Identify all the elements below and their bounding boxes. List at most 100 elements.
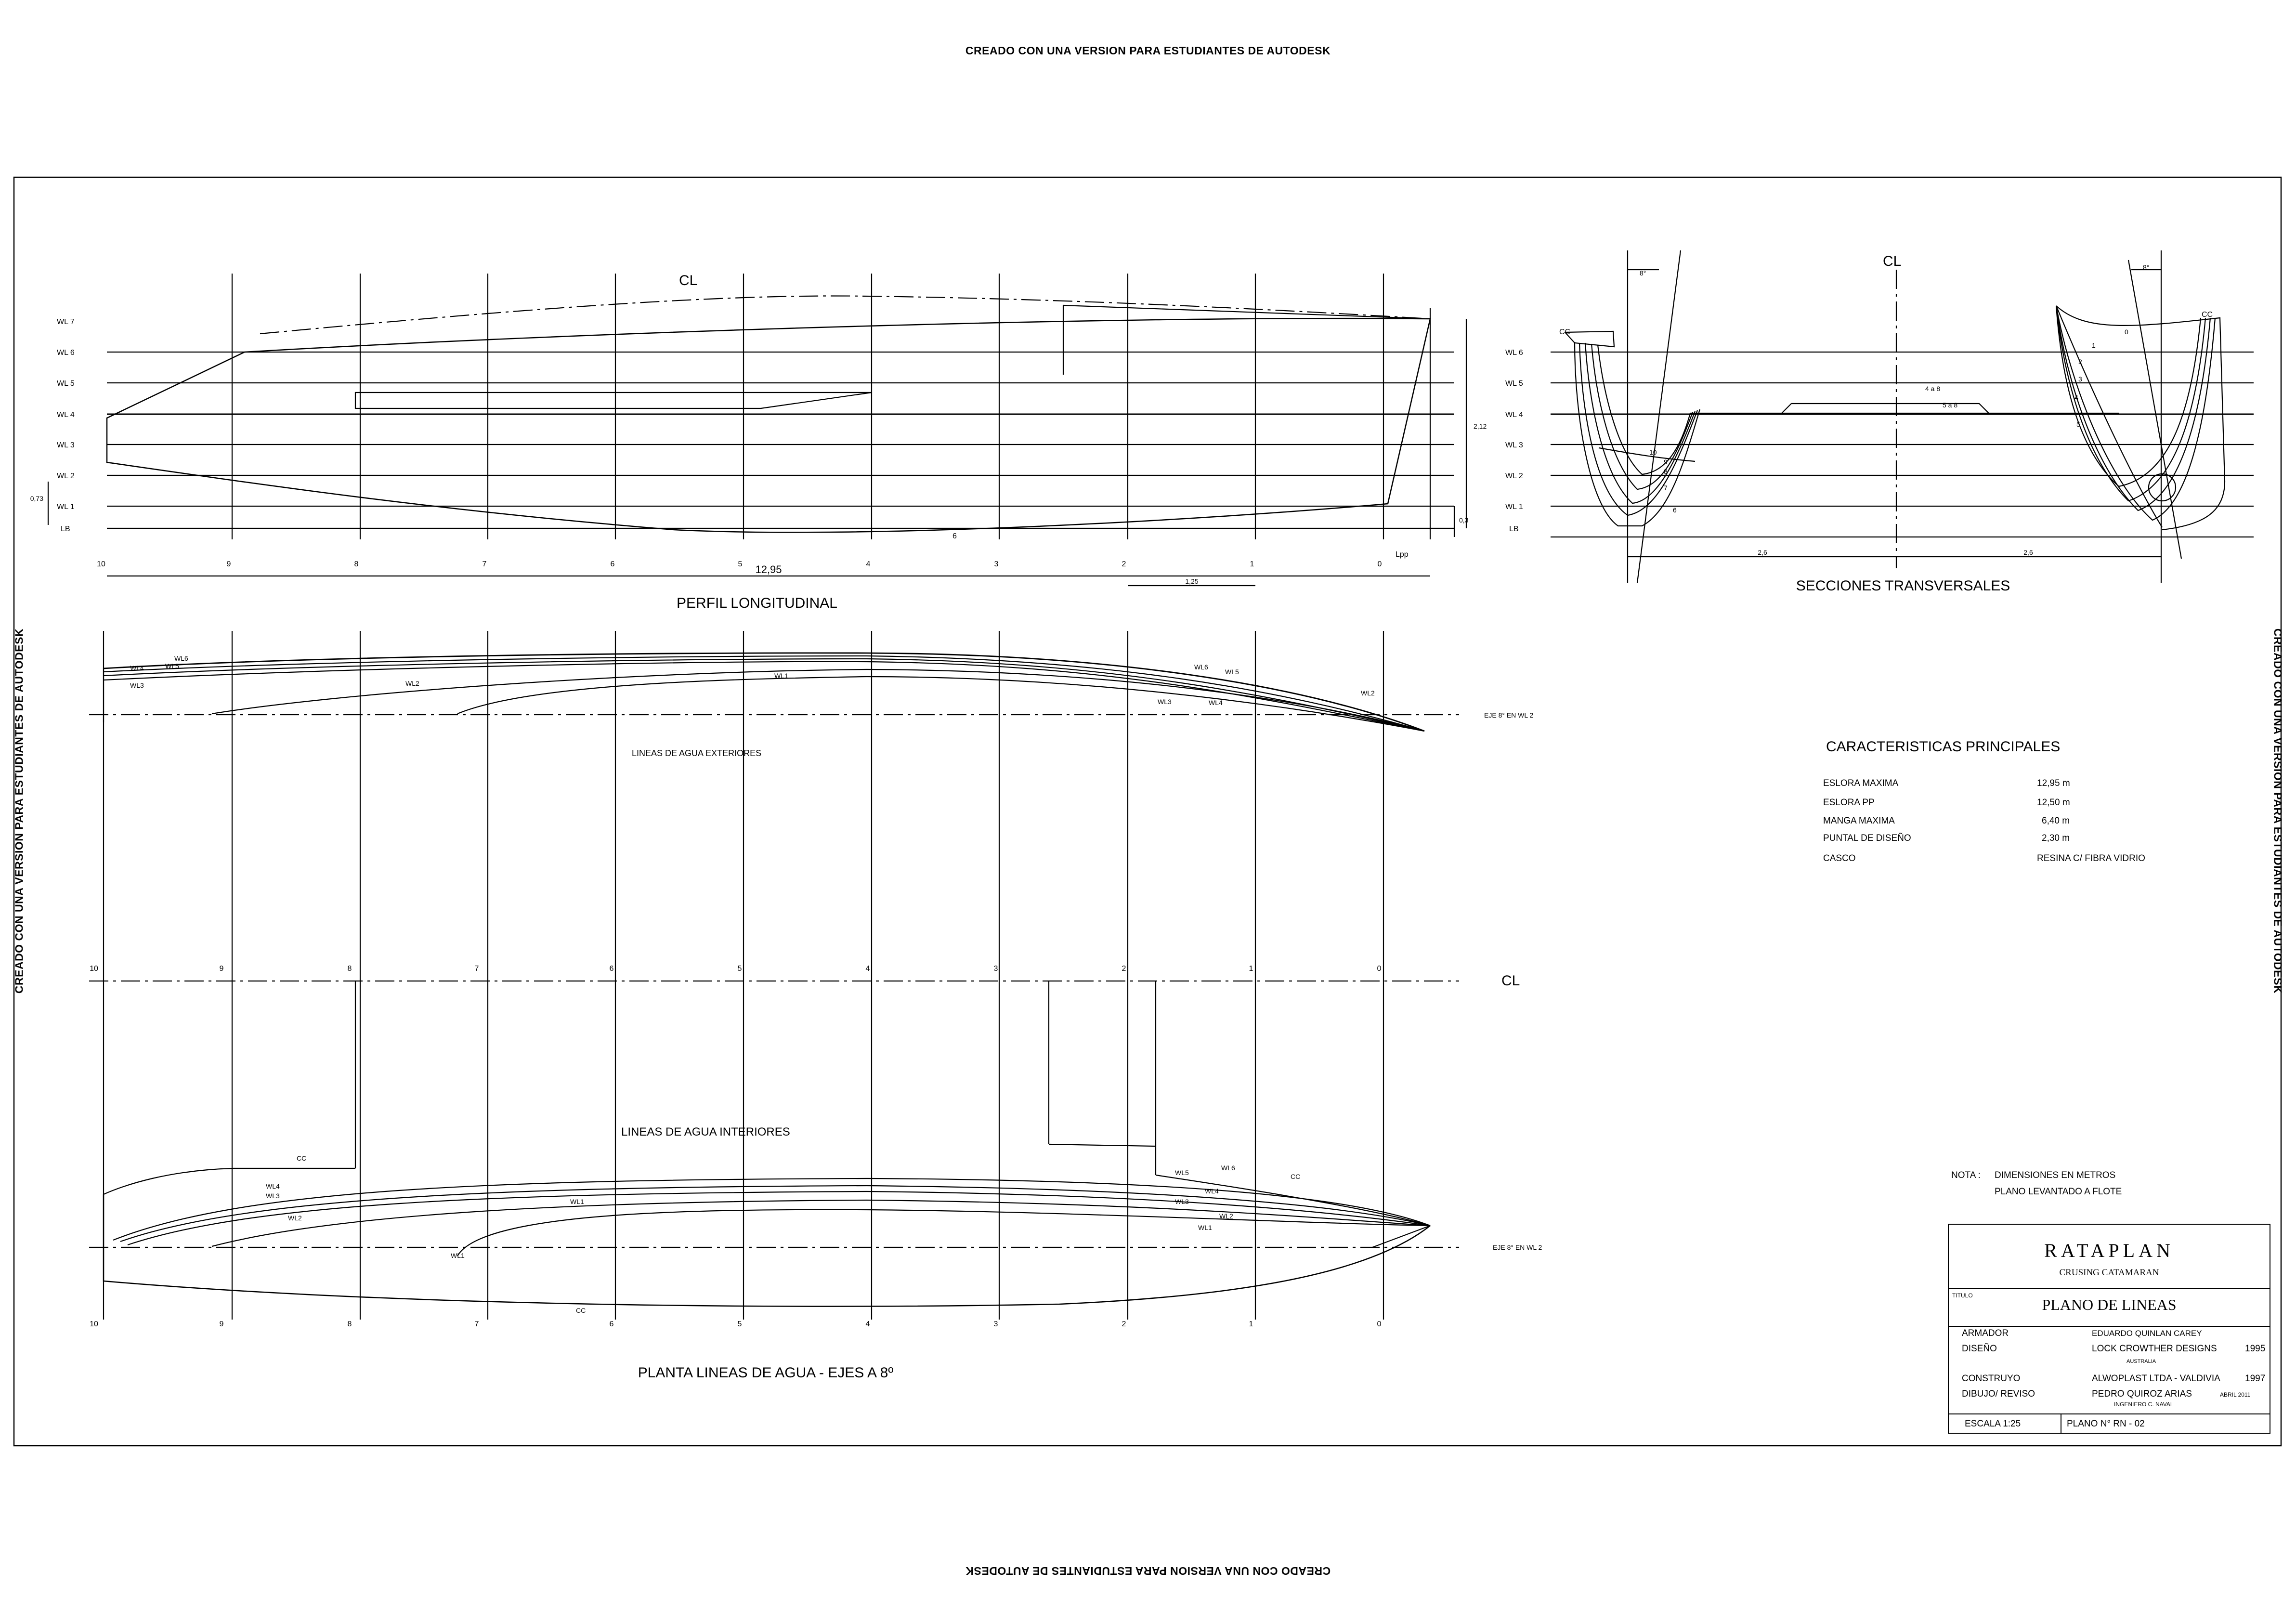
- svg-text:CASCO: CASCO: [1823, 853, 1856, 863]
- svg-text:1: 1: [1249, 1320, 1253, 1328]
- svg-text:WL 6: WL 6: [1505, 349, 1523, 357]
- svg-text:2: 2: [2078, 358, 2082, 366]
- svg-text:WL1: WL1: [451, 1252, 465, 1259]
- svg-text:WL6: WL6: [174, 654, 188, 662]
- svg-text:6: 6: [1673, 506, 1677, 514]
- svg-text:CC: CC: [576, 1307, 586, 1314]
- profile-lpp-label: Lpp: [1396, 550, 1409, 559]
- svg-text:WL3: WL3: [266, 1192, 280, 1200]
- plan-interior-labels: CC WL4 WL3 WL2 WL1 WL1 WL6 WL5 CC WL4 WL…: [266, 1154, 1300, 1314]
- svg-text:WL3: WL3: [1158, 698, 1172, 706]
- title-block-titulo-label: TITULO: [1952, 1292, 1973, 1299]
- svg-text:10: 10: [97, 560, 105, 568]
- svg-text:5: 5: [2076, 420, 2080, 428]
- svg-text:WL1: WL1: [1198, 1224, 1212, 1231]
- svg-text:10: 10: [90, 965, 98, 973]
- draft-dim-label: 0,3: [1459, 516, 1469, 524]
- svg-text:5: 5: [738, 1320, 742, 1328]
- svg-text:WL2: WL2: [405, 680, 419, 687]
- svg-text:12,95 m: 12,95 m: [2037, 778, 2070, 788]
- svg-text:EDUARDO QUINLAN CAREY: EDUARDO QUINLAN CAREY: [2092, 1329, 2202, 1338]
- svg-text:9: 9: [227, 560, 231, 568]
- title-block: [1948, 1224, 2270, 1434]
- sheet-border: [13, 176, 2282, 1447]
- svg-text:7: 7: [483, 560, 487, 568]
- svg-text:LB: LB: [61, 525, 70, 533]
- profile-cl-label: CL: [679, 273, 697, 288]
- svg-text:8: 8: [348, 1320, 352, 1328]
- svg-text:9: 9: [1664, 458, 1668, 466]
- svg-text:WL2: WL2: [1219, 1212, 1233, 1220]
- svg-text:9: 9: [220, 965, 224, 973]
- plan-bottom-station-labels: 10 9 8 7 6 5 4 3 2 1 0: [90, 1320, 1381, 1328]
- sections-angle-right: 8°: [2143, 263, 2149, 271]
- svg-text:7: 7: [475, 1320, 479, 1328]
- svg-text:WL4: WL4: [1209, 699, 1223, 706]
- station-spacing-dim-label: 1,25: [1185, 577, 1198, 585]
- svg-text:PEDRO QUIROZ ARIAS: PEDRO QUIROZ ARIAS: [2092, 1389, 2192, 1399]
- svg-text:WL 5: WL 5: [57, 379, 75, 388]
- profile-title: PERFIL LONGITUDINAL: [677, 595, 837, 611]
- svg-text:0: 0: [1377, 965, 1382, 973]
- note-label: NOTA :: [1951, 1170, 1981, 1180]
- svg-text:WL5: WL5: [1175, 1169, 1189, 1177]
- profile-view: 12,95 1,25 2,12 0,3 0,73: [30, 274, 1487, 587]
- title-block-rows: ARMADOR EDUARDO QUINLAN CAREY DISEÑO LOC…: [1962, 1328, 2265, 1429]
- svg-text:10: 10: [1649, 448, 1657, 456]
- svg-text:WL3: WL3: [130, 681, 144, 689]
- sections-title: SECCIONES TRANSVERSALES: [1796, 578, 2010, 594]
- svg-text:2,30 m: 2,30 m: [2042, 833, 2070, 843]
- length-dim-label: 12,95: [755, 563, 782, 576]
- sections-waterline-labels: WL 6 WL 5 WL 4 WL 3 WL 2 WL 1 LB: [1505, 349, 1523, 533]
- svg-text:2: 2: [1122, 965, 1126, 973]
- svg-text:4: 4: [866, 1320, 870, 1328]
- svg-text:WL6: WL6: [1194, 663, 1208, 671]
- sections-half-breadth-right: 2,6: [2023, 549, 2033, 556]
- svg-text:6: 6: [610, 965, 614, 973]
- svg-text:RESINA C/ FIBRA VIDRIO: RESINA C/ FIBRA VIDRIO: [2037, 853, 2145, 863]
- svg-text:6,40 m: 6,40 m: [2042, 816, 2070, 826]
- svg-text:8: 8: [348, 965, 352, 973]
- svg-text:0: 0: [1378, 560, 1382, 568]
- svg-text:ESLORA PP: ESLORA PP: [1823, 798, 1875, 808]
- svg-text:WL4: WL4: [1205, 1187, 1219, 1195]
- svg-text:LB: LB: [1509, 525, 1519, 533]
- sections-deck-label-a: 4 a 8: [1925, 385, 1940, 392]
- svg-text:CONSTRUYO: CONSTRUYO: [1962, 1373, 2020, 1384]
- svg-text:WL 3: WL 3: [57, 441, 75, 449]
- svg-text:ESCALA 1:25: ESCALA 1:25: [1965, 1419, 2021, 1429]
- svg-text:3: 3: [994, 1320, 998, 1328]
- title-block-titulo: PLANO DE LINEAS: [2042, 1296, 2176, 1313]
- svg-text:WL 3: WL 3: [1505, 441, 1523, 449]
- svg-text:PLANO N° RN - 02: PLANO N° RN - 02: [2067, 1419, 2145, 1429]
- svg-text:12,50 m: 12,50 m: [2037, 798, 2070, 808]
- svg-text:0: 0: [1377, 1320, 1382, 1328]
- svg-text:3: 3: [994, 965, 998, 973]
- svg-text:4: 4: [866, 560, 871, 568]
- plan-title: PLANTA LINEAS DE AGUA - EJES A 8º: [638, 1365, 894, 1381]
- profile-station-labels: 10 9 8 7 6 5 4 3 2 1 0: [97, 560, 1382, 568]
- svg-text:WL1: WL1: [774, 672, 788, 680]
- svg-text:WL 4: WL 4: [1505, 411, 1523, 419]
- svg-text:7: 7: [1664, 484, 1668, 492]
- plan-interior-axis-label: EJE 8° EN WL 2: [1493, 1243, 1542, 1251]
- svg-text:8: 8: [1664, 468, 1668, 475]
- svg-text:5: 5: [738, 965, 742, 973]
- svg-text:6: 6: [611, 560, 615, 568]
- plan-station-labels: 10 9 8 7 6 5 4 3 2 1 0: [90, 965, 1381, 973]
- plan-cl-label: CL: [1501, 973, 1520, 989]
- svg-text:WL4: WL4: [130, 664, 144, 672]
- svg-text:5: 5: [738, 560, 743, 568]
- svg-text:WL 4: WL 4: [57, 411, 75, 419]
- svg-text:WL 1: WL 1: [1505, 503, 1523, 511]
- svg-text:1997: 1997: [2245, 1373, 2265, 1384]
- svg-text:WL1: WL1: [570, 1198, 584, 1205]
- svg-text:INGENIERO C. NAVAL: INGENIERO C. NAVAL: [2114, 1401, 2174, 1408]
- svg-text:1: 1: [1250, 560, 1254, 568]
- note-line2: PLANO LEVANTADO A FLOTE: [1995, 1187, 2122, 1197]
- sections-right-station-labels: 0 1 2 3 4 5: [2074, 328, 2128, 428]
- title-block-subtitle: CRUSING CATAMARAN: [2060, 1268, 2159, 1278]
- svg-text:1995: 1995: [2245, 1344, 2265, 1354]
- svg-text:2: 2: [1122, 560, 1126, 568]
